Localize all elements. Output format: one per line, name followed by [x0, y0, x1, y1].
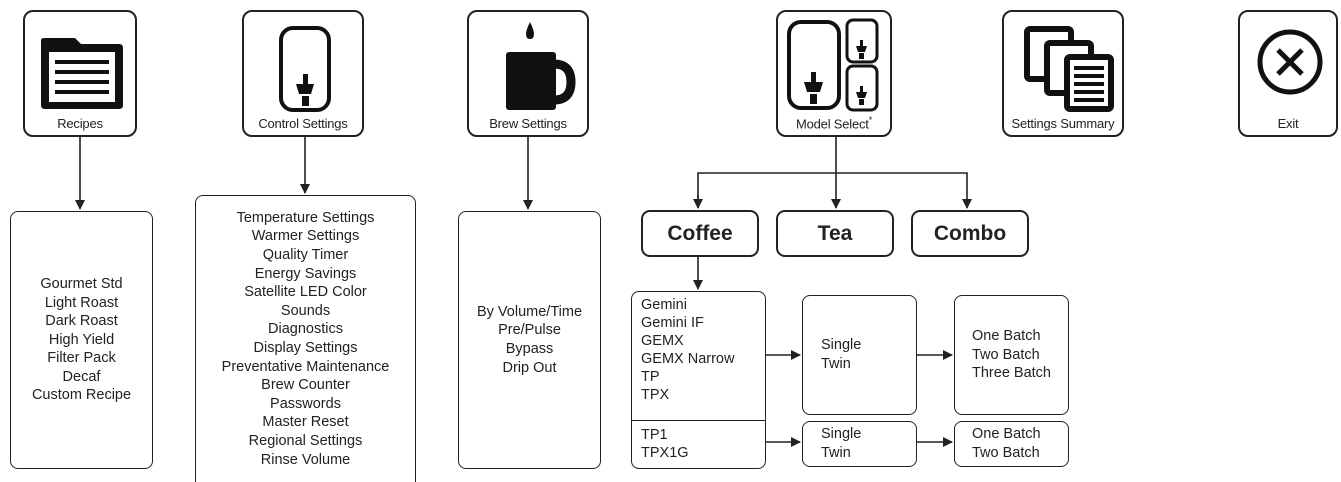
stacked-documents-icon	[1024, 26, 1114, 112]
list-item: TP	[641, 369, 660, 385]
models-group-b: TP1 TPX1G	[632, 426, 765, 462]
settings-summary-label: Settings Summary	[1011, 116, 1115, 131]
brewer-faucet-icon	[279, 26, 331, 112]
list-item: Temperature Settings	[236, 209, 375, 226]
list-item: Diagnostics	[268, 321, 343, 338]
list-item: Preventative Maintenance	[221, 358, 390, 375]
brew-settings-label: Brew Settings	[489, 116, 567, 131]
batch-box-b: One Batch Two Batch	[954, 421, 1069, 467]
list-item: Gemini IF	[641, 315, 704, 331]
recipes-button[interactable]: Recipes	[23, 10, 137, 137]
list-item: Display Settings	[253, 340, 358, 356]
exit-label: Exit	[1277, 116, 1299, 131]
control-settings-list: Temperature Settings Warmer Settings Qua…	[195, 195, 416, 482]
list-item: TP1	[641, 427, 668, 443]
list-item: Dark Roast	[45, 313, 118, 330]
list-item: Brew Counter	[261, 377, 350, 394]
list-item: Two Batch	[972, 346, 1040, 363]
list-item: Pre/Pulse	[498, 322, 561, 339]
model-select-icon	[787, 18, 879, 112]
list-item: One Batch	[972, 328, 1041, 345]
list-item: Custom Recipe	[31, 387, 132, 404]
list-item: TPX	[641, 387, 670, 403]
list-item: High Yield	[48, 331, 115, 348]
list-item: Three Batch	[972, 365, 1051, 382]
list-item: Two Batch	[972, 445, 1040, 461]
list-item: Passwords	[270, 395, 341, 412]
list-item: Decaf	[62, 368, 101, 385]
coffee-mug-icon	[506, 22, 576, 110]
list-item: Twin	[821, 445, 851, 461]
settings-summary-button[interactable]: Settings Summary	[1002, 10, 1124, 137]
list-item: TPX1G	[641, 445, 689, 461]
category-combo[interactable]: Combo	[911, 210, 1029, 257]
list-item: GEMX Narrow	[641, 351, 735, 367]
models-group-a: Gemini Gemini IF GEMX GEMX Narrow TP TPX	[632, 296, 765, 404]
list-item: GEMX	[641, 333, 684, 349]
list-item: Warmer Settings	[251, 228, 360, 245]
coffee-models-box: Gemini Gemini IF GEMX GEMX Narrow TP TPX…	[631, 291, 766, 469]
models-divider	[632, 420, 765, 421]
list-item: Single	[821, 426, 862, 443]
recipes-list: Gourmet Std Light Roast Dark Roast High …	[10, 211, 153, 469]
list-item: Filter Pack	[47, 350, 116, 367]
configuration-box-a: Single Twin	[802, 295, 917, 415]
list-item: One Batch	[972, 426, 1041, 443]
list-item: Sounds	[280, 302, 331, 319]
list-item: Twin	[821, 356, 851, 372]
list-item: Gourmet Std	[40, 275, 123, 292]
list-item: Drip Out	[502, 359, 557, 376]
configuration-box-b: Single Twin	[802, 421, 917, 467]
list-item: Energy Savings	[254, 265, 357, 282]
branch-line	[697, 172, 972, 209]
list-item: Rinse Volume	[260, 451, 351, 468]
category-coffee[interactable]: Coffee	[641, 210, 759, 257]
list-item: By Volume/Time	[476, 303, 583, 320]
circle-x-icon	[1257, 29, 1323, 95]
category-tea[interactable]: Tea	[776, 210, 894, 257]
list-item: Satellite LED Color	[244, 284, 367, 301]
list-item: Gemini	[641, 297, 687, 313]
recipes-label: Recipes	[57, 116, 103, 131]
list-item: Single	[821, 337, 862, 354]
control-settings-button[interactable]: Control Settings	[242, 10, 364, 137]
brew-settings-button[interactable]: Brew Settings	[467, 10, 589, 137]
list-item: Regional Settings	[248, 432, 363, 449]
control-settings-label: Control Settings	[258, 116, 348, 131]
list-item: Bypass	[505, 341, 554, 357]
exit-button[interactable]: Exit	[1238, 10, 1338, 137]
list-item: Light Roast	[44, 294, 119, 311]
brew-settings-list: By Volume/Time Pre/Pulse Bypass Drip Out	[458, 211, 601, 469]
list-item: Quality Timer	[262, 247, 349, 264]
list-item: Master Reset	[262, 414, 349, 431]
batch-box-a: One Batch Two Batch Three Batch	[954, 295, 1069, 415]
folder-document-icon	[41, 38, 123, 109]
model-select-label: Model Select*	[795, 114, 873, 131]
model-select-button[interactable]: Model Select*	[776, 10, 892, 137]
